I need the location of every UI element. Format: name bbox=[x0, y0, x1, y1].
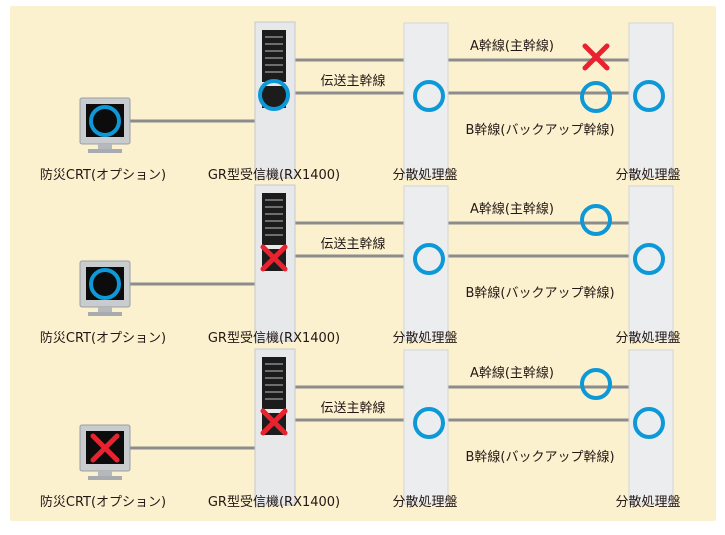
server-tower-icon bbox=[254, 184, 296, 342]
receiver-label: GR型受信機(RX1400) bbox=[208, 495, 340, 510]
crt-neck bbox=[98, 307, 112, 312]
crt-monitor-icon bbox=[79, 260, 131, 316]
a-trunk-label: A幹線(主幹線) bbox=[470, 38, 554, 54]
panel2-label: 分散処理盤 bbox=[615, 168, 680, 183]
receiver-panel bbox=[262, 357, 286, 409]
receiver-panel bbox=[262, 30, 286, 82]
receiver-vent bbox=[265, 71, 283, 73]
receiver-label: GR型受信機(RX1400) bbox=[208, 168, 340, 183]
diagram-background bbox=[10, 6, 716, 521]
circle-icon bbox=[413, 80, 445, 112]
b-trunk-label: B幹線(バックアップ幹線) bbox=[465, 122, 614, 138]
receiver-vent bbox=[265, 384, 283, 386]
circle-icon bbox=[89, 268, 121, 300]
cross-icon bbox=[260, 408, 288, 436]
circle-icon bbox=[580, 81, 612, 113]
receiver-vent bbox=[265, 391, 283, 393]
crt-label: 防災CRT(オプション) bbox=[40, 494, 166, 510]
crt-label: 防災CRT(オプション) bbox=[40, 330, 166, 346]
b-trunk-label: B幹線(バックアップ幹線) bbox=[465, 285, 614, 301]
circle-icon bbox=[633, 80, 665, 112]
circle-icon bbox=[413, 243, 445, 275]
a-trunk-label: A幹線(主幹線) bbox=[470, 201, 554, 217]
receiver-vent bbox=[265, 377, 283, 379]
b-trunk-label: B幹線(バックアップ幹線) bbox=[465, 449, 614, 465]
circle-icon bbox=[413, 407, 445, 439]
crt-neck bbox=[98, 471, 112, 476]
panel1-label: 分散処理盤 bbox=[392, 495, 457, 510]
server-tower-icon bbox=[254, 348, 296, 506]
receiver-vent bbox=[265, 206, 283, 208]
circle-icon bbox=[633, 407, 665, 439]
diagram-row-3: 伝送主幹線 A幹線(主幹線) B幹線(バックアップ幹線) 防災CRT(オプション) GR… bbox=[40, 348, 681, 510]
cross-icon bbox=[90, 433, 120, 463]
cross-stroke-2 bbox=[260, 244, 288, 272]
receiver-vent bbox=[265, 43, 283, 45]
circle-icon bbox=[580, 368, 612, 400]
receiver-vent bbox=[265, 50, 283, 52]
circle-icon bbox=[580, 204, 612, 236]
trunk-label: 伝送主幹線 bbox=[320, 236, 385, 252]
receiver-vent bbox=[265, 199, 283, 201]
receiver-vent bbox=[265, 57, 283, 59]
receiver-vent bbox=[265, 234, 283, 236]
receiver-vent bbox=[265, 64, 283, 66]
circle-icon bbox=[633, 243, 665, 275]
diagram-row-2: 伝送主幹線 A幹線(主幹線) B幹線(バックアップ幹線) 防災CRT(オプション) GR… bbox=[40, 184, 681, 346]
panel1-label: 分散処理盤 bbox=[392, 331, 457, 346]
crt-base bbox=[88, 476, 122, 480]
circle-icon bbox=[258, 79, 290, 111]
crt-neck bbox=[98, 144, 112, 149]
panel2-label: 分散処理盤 bbox=[615, 495, 680, 510]
panel1-label: 分散処理盤 bbox=[392, 168, 457, 183]
receiver-panel bbox=[262, 193, 286, 245]
crt-base bbox=[88, 149, 122, 153]
server-tower-icon bbox=[254, 21, 296, 179]
cross-stroke-2 bbox=[260, 408, 288, 436]
receiver-vent bbox=[265, 370, 283, 372]
receiver-vent bbox=[265, 36, 283, 38]
cross-icon bbox=[260, 244, 288, 272]
receiver-vent bbox=[265, 398, 283, 400]
cross-stroke-2 bbox=[90, 433, 120, 463]
trunk-label: 伝送主幹線 bbox=[320, 400, 385, 416]
panel-tower-icon bbox=[628, 349, 674, 505]
receiver-vent bbox=[265, 227, 283, 229]
circle-icon bbox=[89, 105, 121, 137]
receiver-vent bbox=[265, 213, 283, 215]
trunk-label: 伝送主幹線 bbox=[320, 73, 385, 89]
cross-stroke-2 bbox=[582, 43, 610, 71]
receiver-lower-panel bbox=[262, 86, 286, 108]
a-trunk-label: A幹線(主幹線) bbox=[470, 365, 554, 381]
crt-label: 防災CRT(オプション) bbox=[40, 167, 166, 183]
diagram-row-1: 伝送主幹線 A幹線(主幹線) B幹線(バックアップ幹線) 防災CRT(オプション) GR… bbox=[40, 21, 681, 183]
receiver-vent bbox=[265, 220, 283, 222]
panel2-label: 分散処理盤 bbox=[615, 331, 680, 346]
crt-base bbox=[88, 312, 122, 316]
receiver-vent bbox=[265, 363, 283, 365]
cross-icon bbox=[582, 43, 610, 71]
receiver-label: GR型受信機(RX1400) bbox=[208, 331, 340, 346]
